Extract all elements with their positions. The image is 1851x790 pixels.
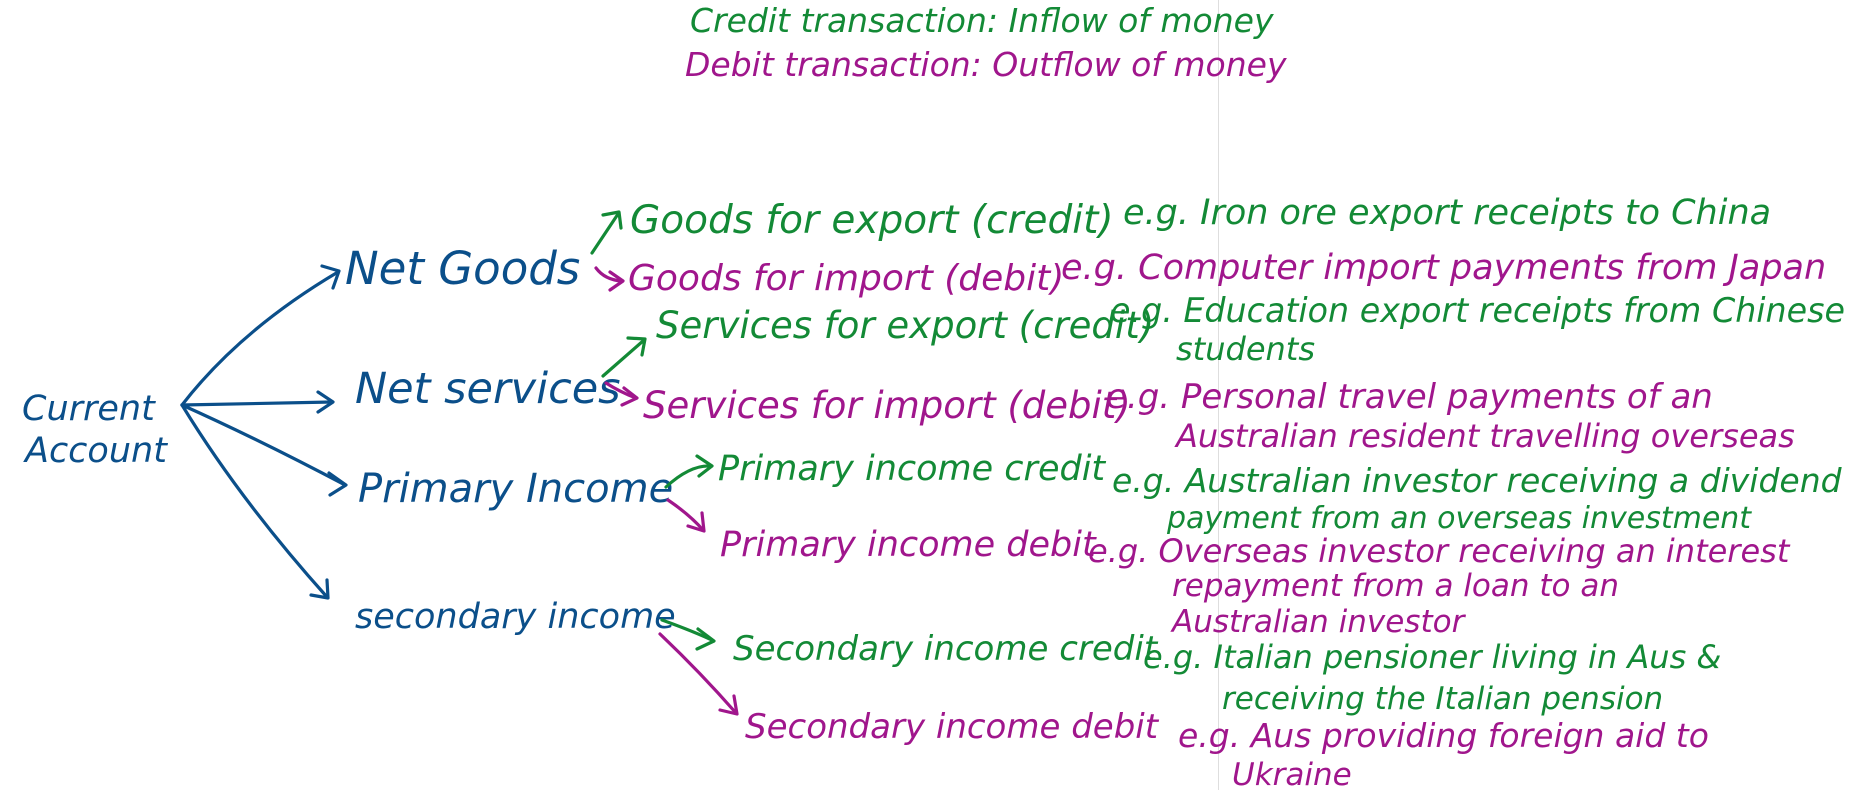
arrow-to-primary-income-head — [327, 471, 348, 497]
secondary-debit-example-line1: e.g. Aus providing foreign aid to — [1178, 716, 1709, 755]
goods-credit-example: e.g. Iron ore export receipts to China — [1123, 193, 1771, 233]
legend-credit: Credit transaction: Inflow of money — [690, 1, 1274, 40]
services-credit-example-line1: e.g. Education export receipts from Chin… — [1110, 291, 1845, 331]
category-arrows-debit — [594, 266, 739, 716]
arrow-goods-credit — [590, 212, 620, 255]
arrow-to-secondary-income-head — [309, 578, 330, 600]
arrow-goods-debit-head — [608, 270, 625, 292]
arrow-primary-debit — [666, 498, 705, 532]
secondary-credit-item: Secondary income credit e.g. Italian pen… — [733, 629, 1721, 717]
secondary-debit-example-line2: Ukraine — [1232, 757, 1352, 790]
secondary-debit-item: Secondary income debit e.g. Aus providin… — [745, 707, 1709, 790]
arrow-services-credit-head — [626, 336, 647, 357]
goods-debit-item: Goods for import (debit) e.g. Computer i… — [628, 248, 1826, 299]
arrow-primary-credit-head — [695, 454, 714, 478]
arrow-to-net-goods-head — [320, 264, 341, 290]
secondary-credit-example-line1: e.g. Italian pensioner living in Aus & — [1143, 638, 1721, 676]
arrow-secondary-debit-head — [718, 694, 739, 716]
arrow-secondary-debit — [658, 632, 738, 715]
goods-debit-label: Goods for import (debit) — [628, 258, 1064, 299]
arrow-to-net-services — [180, 400, 334, 407]
arrow-services-debit-head — [620, 386, 639, 407]
page-divider — [1218, 0, 1219, 790]
primary-credit-label: Primary income credit — [718, 449, 1106, 489]
category-net-services: Net services — [355, 364, 621, 414]
arrow-to-net-goods — [180, 270, 340, 407]
goods-debit-example: e.g. Computer import payments from Japan — [1061, 248, 1826, 288]
primary-credit-example-line1: e.g. Australian investor receiving a div… — [1112, 461, 1843, 500]
category-arrows-credit — [590, 210, 716, 651]
arrow-goods-credit-head — [601, 210, 623, 230]
secondary-credit-label: Secondary income credit — [733, 629, 1159, 669]
root-label-line1: Current — [22, 389, 156, 429]
arrow-goods-debit — [594, 266, 624, 283]
categories: Net Goods Net services Primary Income se… — [345, 242, 676, 637]
primary-debit-label: Primary income debit — [720, 525, 1097, 565]
arrow-to-net-services-head — [316, 390, 335, 414]
primary-debit-example-line3: Australian investor — [1170, 604, 1467, 640]
arrow-primary-debit-head — [686, 511, 706, 533]
primary-debit-example-line2: repayment from a loan to an — [1172, 568, 1619, 604]
arrow-secondary-credit-head — [695, 627, 716, 651]
root-arrows — [180, 264, 348, 600]
services-debit-label: Services for import (debit) — [643, 384, 1131, 427]
secondary-credit-example-line2: receiving the Italian pension — [1222, 681, 1663, 717]
root-node: Current Account — [22, 389, 168, 471]
services-debit-example-line1: e.g. Personal travel payments of an — [1106, 377, 1713, 417]
goods-credit-label: Goods for export (credit) — [630, 198, 1114, 243]
root-label-line2: Account — [23, 431, 168, 471]
services-credit-label: Services for export (credit) — [656, 304, 1154, 347]
category-secondary-income: secondary income — [355, 597, 676, 637]
services-credit-example-line2: students — [1176, 330, 1315, 368]
services-debit-item: Services for import (debit) e.g. Persona… — [643, 377, 1795, 455]
primary-debit-example-line1: e.g. Overseas investor receiving an inte… — [1088, 532, 1791, 570]
arrow-services-credit — [601, 339, 645, 378]
legend: Credit transaction: Inflow of money Debi… — [685, 1, 1287, 84]
services-debit-example-line2: Australian resident travelling overseas — [1174, 417, 1795, 455]
category-primary-income: Primary Income — [358, 466, 673, 512]
arrow-to-primary-income — [180, 403, 347, 487]
legend-debit: Debit transaction: Outflow of money — [685, 45, 1287, 84]
goods-credit-item: Goods for export (credit) e.g. Iron ore … — [630, 193, 1771, 243]
primary-debit-item: Primary income debit e.g. Overseas inves… — [720, 525, 1791, 640]
arrow-to-secondary-income — [180, 403, 329, 599]
primary-credit-example-line2: payment from an overseas investment — [1166, 501, 1752, 536]
services-credit-item: Services for export (credit) e.g. Educat… — [656, 291, 1845, 368]
primary-credit-item: Primary income credit e.g. Australian in… — [718, 449, 1843, 536]
secondary-debit-label: Secondary income debit — [745, 707, 1160, 747]
category-net-goods: Net Goods — [345, 242, 580, 295]
arrow-primary-credit — [664, 464, 712, 489]
